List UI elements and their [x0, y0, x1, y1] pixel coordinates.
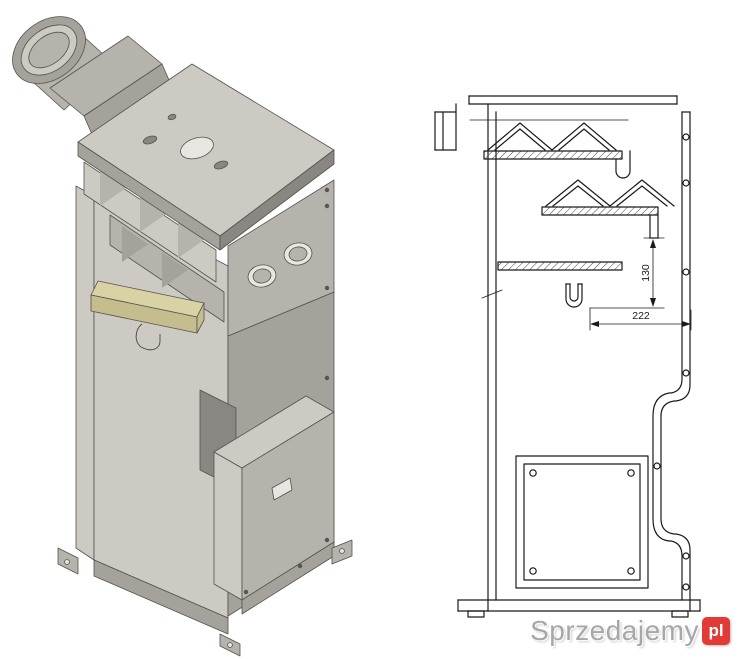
ash-box — [213, 395, 335, 615]
baffle-row-2 — [541, 179, 675, 239]
section-base — [457, 599, 701, 618]
top-plate-hole — [180, 136, 214, 160]
body-left-flange — [75, 185, 95, 561]
top-plate — [77, 63, 335, 251]
dimension-130-label: 130 — [640, 264, 652, 282]
dimension-222: 222 — [589, 307, 692, 331]
screw-dots — [243, 187, 330, 595]
dimension-130: 130 — [589, 237, 665, 309]
baffle-row-1 — [469, 119, 631, 179]
section-view: 130 222 — [434, 95, 701, 618]
top-plate-slot — [142, 135, 158, 145]
drawer-front — [90, 280, 205, 334]
section-hood-bracket — [434, 103, 457, 151]
section-right-wall — [652, 111, 691, 612]
ash-box-handle — [271, 477, 293, 501]
section-top-plate — [468, 95, 678, 105]
dimension-222-label: 222 — [632, 310, 650, 322]
bolt-holes — [653, 133, 690, 591]
watermark-pl-badge: pl — [702, 617, 730, 645]
top-plate-slot — [213, 160, 229, 170]
mid-chamber — [227, 179, 335, 337]
watermark-tld: pl — [708, 621, 724, 640]
watermark-text: Sprzedajemy — [530, 615, 699, 646]
base-band — [93, 559, 229, 635]
baffle-row-3 — [497, 261, 623, 308]
hopper-baffles — [83, 161, 225, 323]
door-frame — [515, 455, 649, 589]
iso-view — [12, 16, 353, 657]
watermark: Sprzedajemy pl — [530, 615, 730, 647]
handle-bracket — [135, 323, 161, 351]
top-plate-slot — [167, 113, 177, 121]
section-left-wall — [481, 103, 503, 612]
base-tabs — [57, 539, 353, 657]
flue-pipe — [12, 16, 115, 111]
